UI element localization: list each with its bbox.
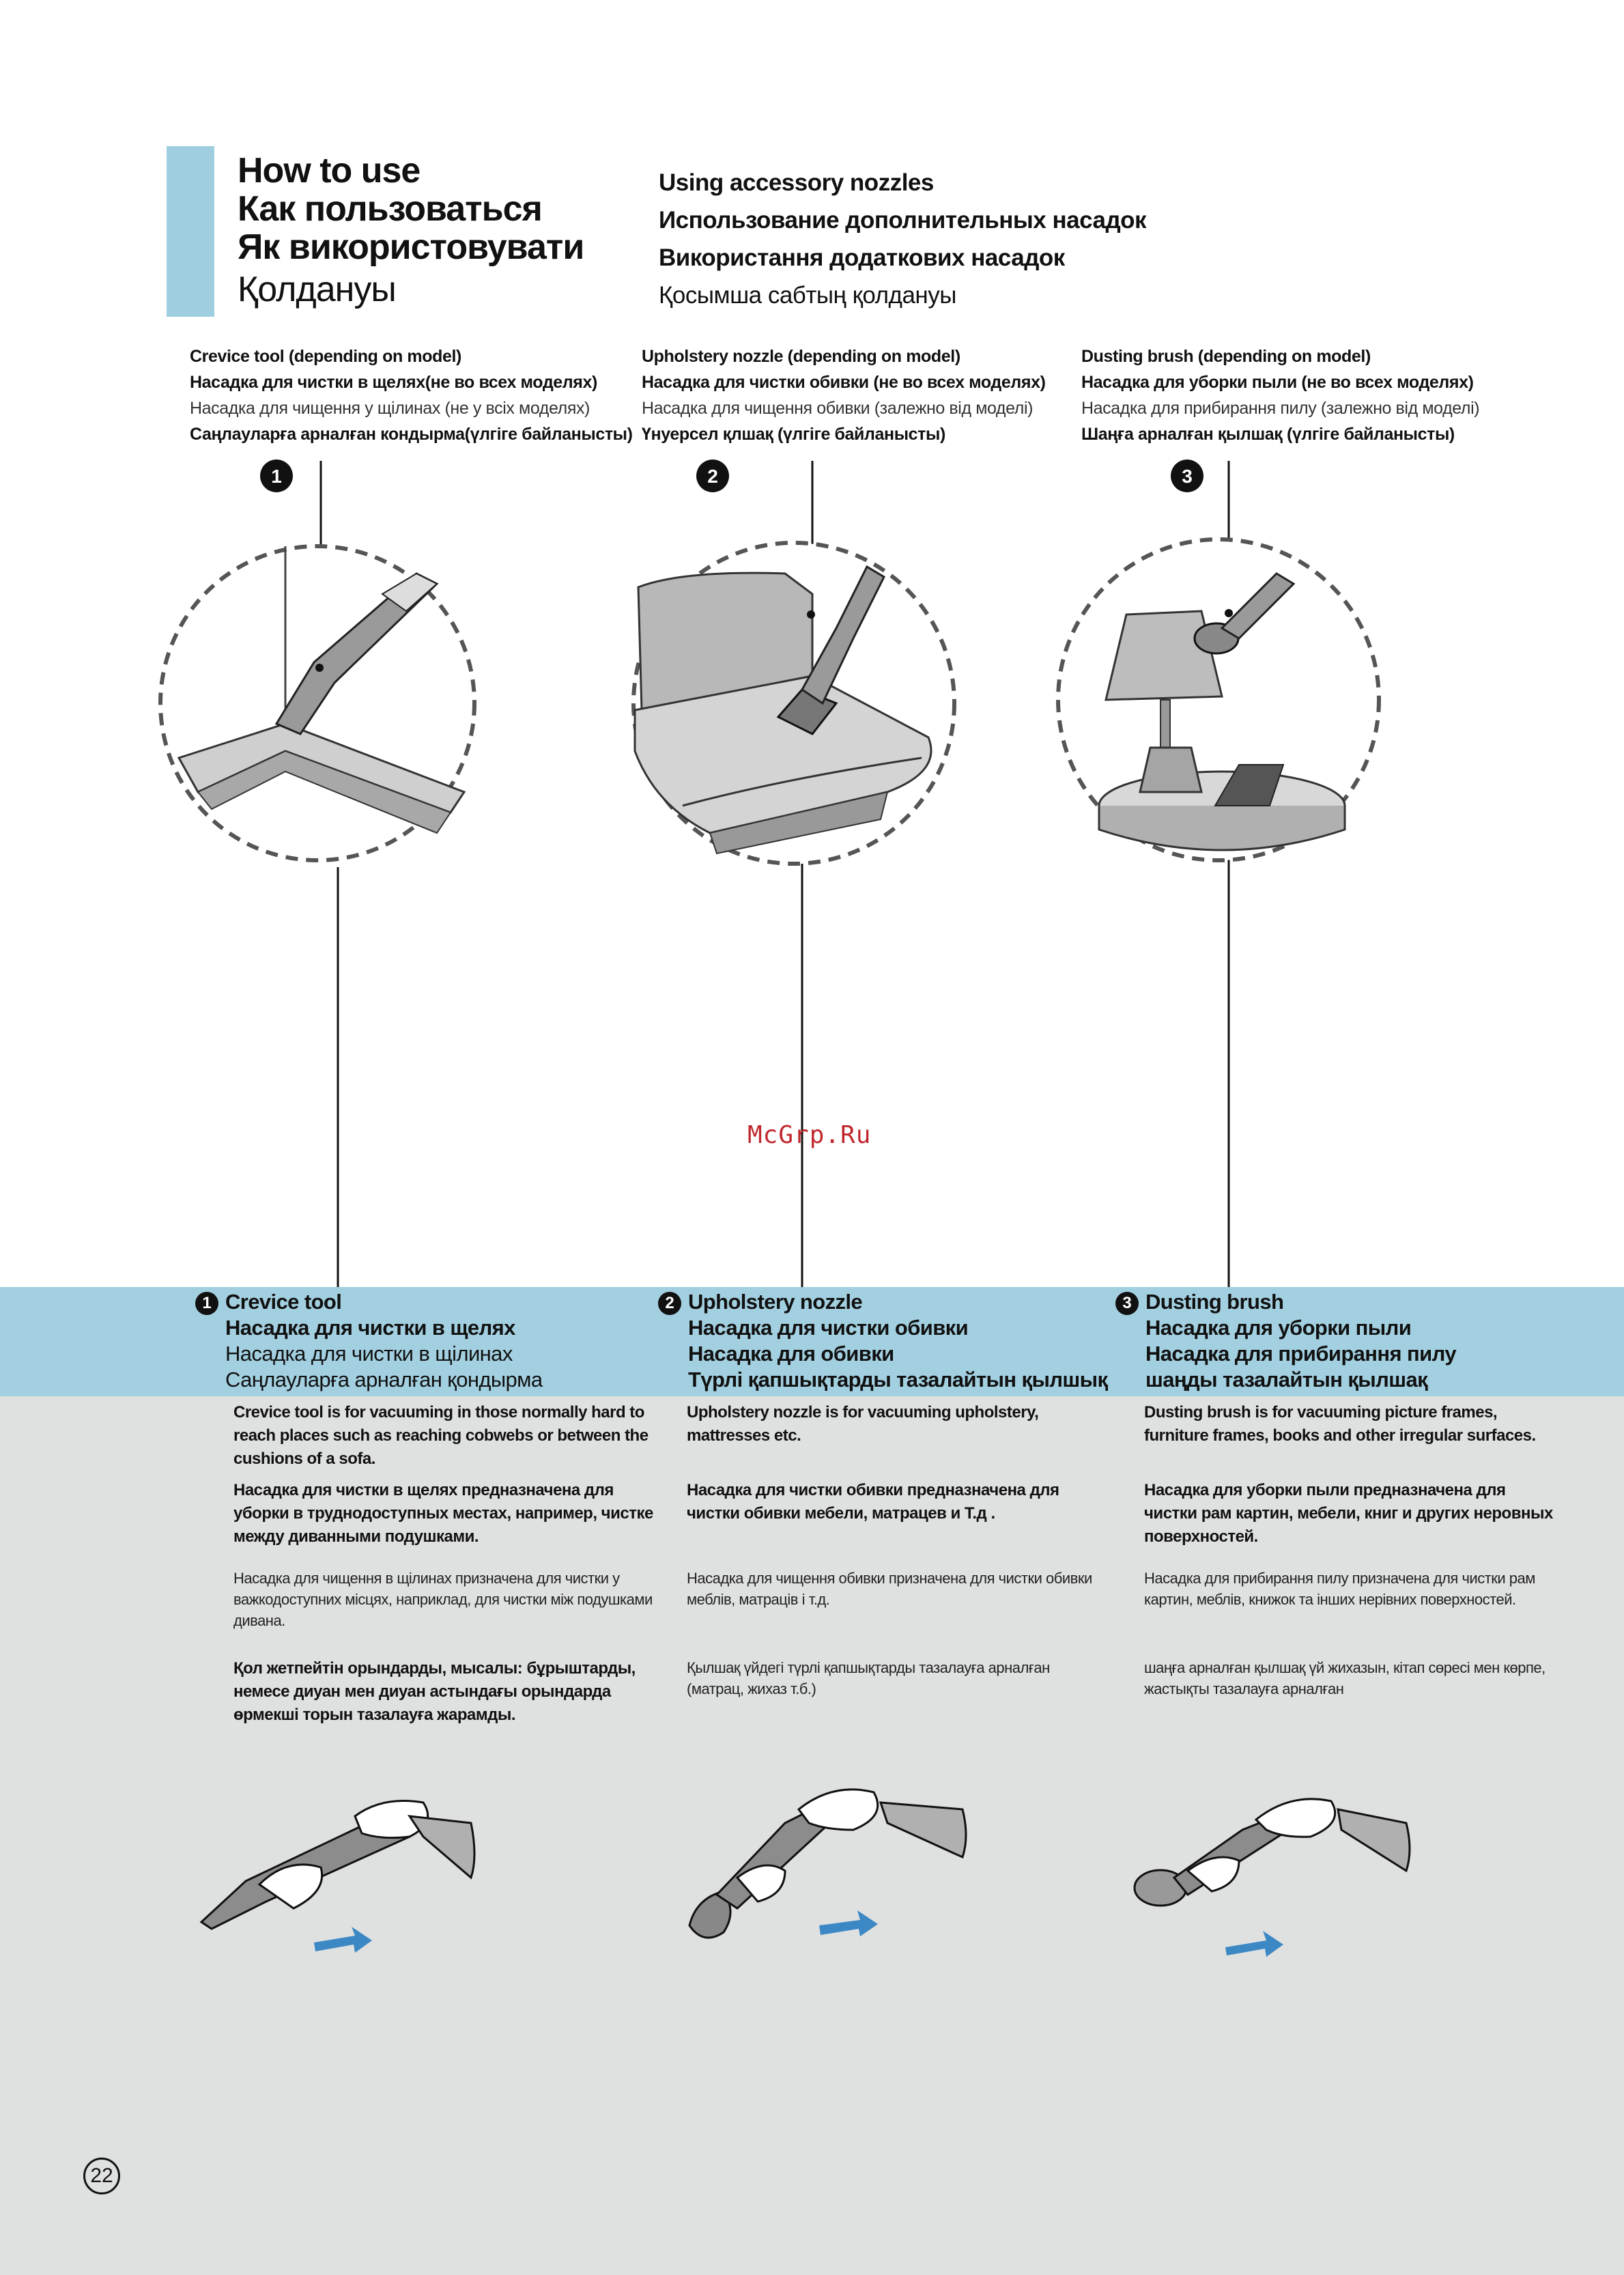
section-number: 1: [195, 1292, 218, 1315]
upholstery-nozzle-illustration: [631, 541, 956, 866]
heading-en: Dusting brush: [1145, 1290, 1284, 1314]
title-ru: Как пользоваться: [238, 189, 543, 229]
section-heading-crevice-tool: 1 Crevice tool Насадка для чистки в щеля…: [195, 1289, 543, 1393]
section-heading-band: [0, 1287, 1624, 1396]
caption-line: Crevice tool (depending on model): [190, 347, 461, 366]
paragraph-uk: Насадка для прибирання пилу призначена д…: [1144, 1570, 1535, 1608]
section-number: 3: [1115, 1292, 1139, 1315]
paragraph-uk: Насадка для чищення обивки призначена дл…: [687, 1570, 1092, 1608]
paragraph-kz: шаңға арналған қылшақ үй жихазын, кітап …: [1144, 1659, 1545, 1697]
page-number: 22: [83, 2158, 120, 2194]
section-heading-dusting-brush: 3 Dusting brush Насадка для уборки пыли …: [1115, 1289, 1457, 1393]
caption-line: Үнуерсел қлшақ (үлгіге байланысты): [642, 425, 945, 444]
heading-ru: Насадка для чистки в щелях: [225, 1316, 515, 1340]
heading-en: Crevice tool: [225, 1290, 342, 1314]
caption-line: Насадка для чистки обивки (не во всех мо…: [642, 373, 1046, 392]
section-number: 2: [658, 1292, 681, 1315]
paragraph-en: Crevice tool is for vacuuming in those n…: [233, 1403, 649, 1468]
watermark: McGrp.Ru: [747, 1121, 872, 1149]
caption-dusting-brush: Dusting brush (depending on model) Насад…: [1081, 343, 1518, 447]
paragraph-kz: Қылшақ үйдегі түрлі қапшықтарды тазалауғ…: [687, 1659, 1050, 1697]
crevice-usage-illustration: [199, 1800, 476, 1953]
heading-kz: Түрлі қапшықтарды тазалайтын қылшық: [688, 1368, 1108, 1391]
section-heading-upholstery-nozzle: 2 Upholstery nozzle Насадка для чистки о…: [658, 1289, 1108, 1393]
marker-label: 1: [271, 466, 282, 487]
direction-arrow: [819, 1910, 878, 1936]
caption-line: Upholstery nozzle (depending on model): [642, 347, 960, 366]
caption-line: Насадка для прибирання пилу (залежно від…: [1081, 399, 1480, 418]
paragraph-en: Upholstery nozzle is for vacuuming uphol…: [687, 1403, 1039, 1445]
subtitle-kz: Қосымша сабтың қолдануы: [659, 282, 956, 309]
marker-label: 2: [707, 466, 718, 487]
heading-uk: Насадка для чистки в щілинах: [225, 1342, 513, 1366]
marker-1: 1: [260, 460, 293, 492]
title-en: How to use: [238, 151, 421, 190]
heading-uk: Насадка для обивки: [688, 1342, 894, 1366]
paragraph-ru: Насадка для чистки в щелях предназначена…: [233, 1481, 653, 1546]
caption-line: Насадка для чищення обивки (залежно від …: [642, 399, 1034, 418]
title-uk: Як використовувати: [238, 227, 584, 267]
subtitle-en: Using accessory nozzles: [659, 169, 934, 196]
heading-ru: Насадка для уборки пыли: [1145, 1316, 1412, 1340]
paragraph-kz: Қол жетпейтін орындарды, мысалы: бұрышта…: [233, 1659, 636, 1724]
marker-3: 3: [1171, 460, 1203, 492]
caption-line: Насадка для уборки пыли (не во всех моде…: [1081, 373, 1474, 392]
leader-lines: [319, 461, 1230, 1287]
heading-en: Upholstery nozzle: [688, 1290, 863, 1314]
paragraph-en: Dusting brush is for vacuuming picture f…: [1144, 1403, 1536, 1445]
header-accent-bar: [167, 146, 214, 317]
caption-line: Насадка для чищення у щілинах (не у всіх…: [190, 399, 590, 418]
marker-2: 2: [696, 460, 729, 492]
direction-arrow: [314, 1927, 372, 1953]
page-subtitle: Using accessory nozzles Использование до…: [659, 164, 1147, 314]
caption-line: Насадка для чистки в щелях(не во всех мо…: [190, 373, 597, 392]
title-kz: Қолдануы: [238, 270, 397, 309]
caption-crevice-tool: Crevice tool (depending on model) Насадк…: [190, 343, 633, 447]
crevice-tool-illustration: [158, 544, 476, 862]
heading-ru: Насадка для чистки обивки: [688, 1316, 969, 1340]
upholstery-usage-illustration: [688, 1788, 967, 1939]
caption-line: Dusting brush (depending on model): [1081, 347, 1371, 366]
paragraph-uk: Насадка для чищення в щілинах призначена…: [233, 1570, 653, 1629]
paragraph-ru: Насадка для уборки пыли предназначена дл…: [1144, 1481, 1553, 1546]
direction-arrow: [1225, 1931, 1283, 1957]
caption-line: Саңлауларға арналған кондырма(үлгіге бай…: [190, 425, 633, 444]
section-body-crevice-tool: Crevice tool is for vacuuming in those n…: [233, 1401, 657, 1727]
marker-label: 3: [1182, 466, 1193, 487]
heading-kz: шаңды тазалайтын қылшақ: [1145, 1368, 1428, 1391]
paragraph-ru: Насадка для чистки обивки предназначена …: [687, 1481, 1059, 1523]
page-title: How to use Как пользоваться Як використо…: [238, 152, 584, 309]
heading-uk: Насадка для прибирання пилу: [1145, 1342, 1457, 1366]
caption-upholstery-nozzle: Upholstery nozzle (depending on model) Н…: [642, 343, 1079, 447]
subtitle-ru: Использование дополнительных насадок: [659, 207, 1147, 234]
section-body-upholstery-nozzle: Upholstery nozzle is for vacuuming uphol…: [687, 1401, 1096, 1699]
subtitle-uk: Використання додаткових насадок: [659, 244, 1065, 271]
section-body-dusting-brush: Dusting brush is for vacuuming picture f…: [1144, 1401, 1561, 1699]
dusting-brush-illustration: [1056, 537, 1381, 862]
caption-line: Шаңға арналған қылшақ (үлгіге байланысты…: [1081, 425, 1455, 444]
usage-illustrations: [199, 1788, 1411, 1957]
heading-kz: Саңлауларға арналған қондырма: [225, 1368, 543, 1391]
dusting-usage-illustration: [1133, 1798, 1411, 1957]
